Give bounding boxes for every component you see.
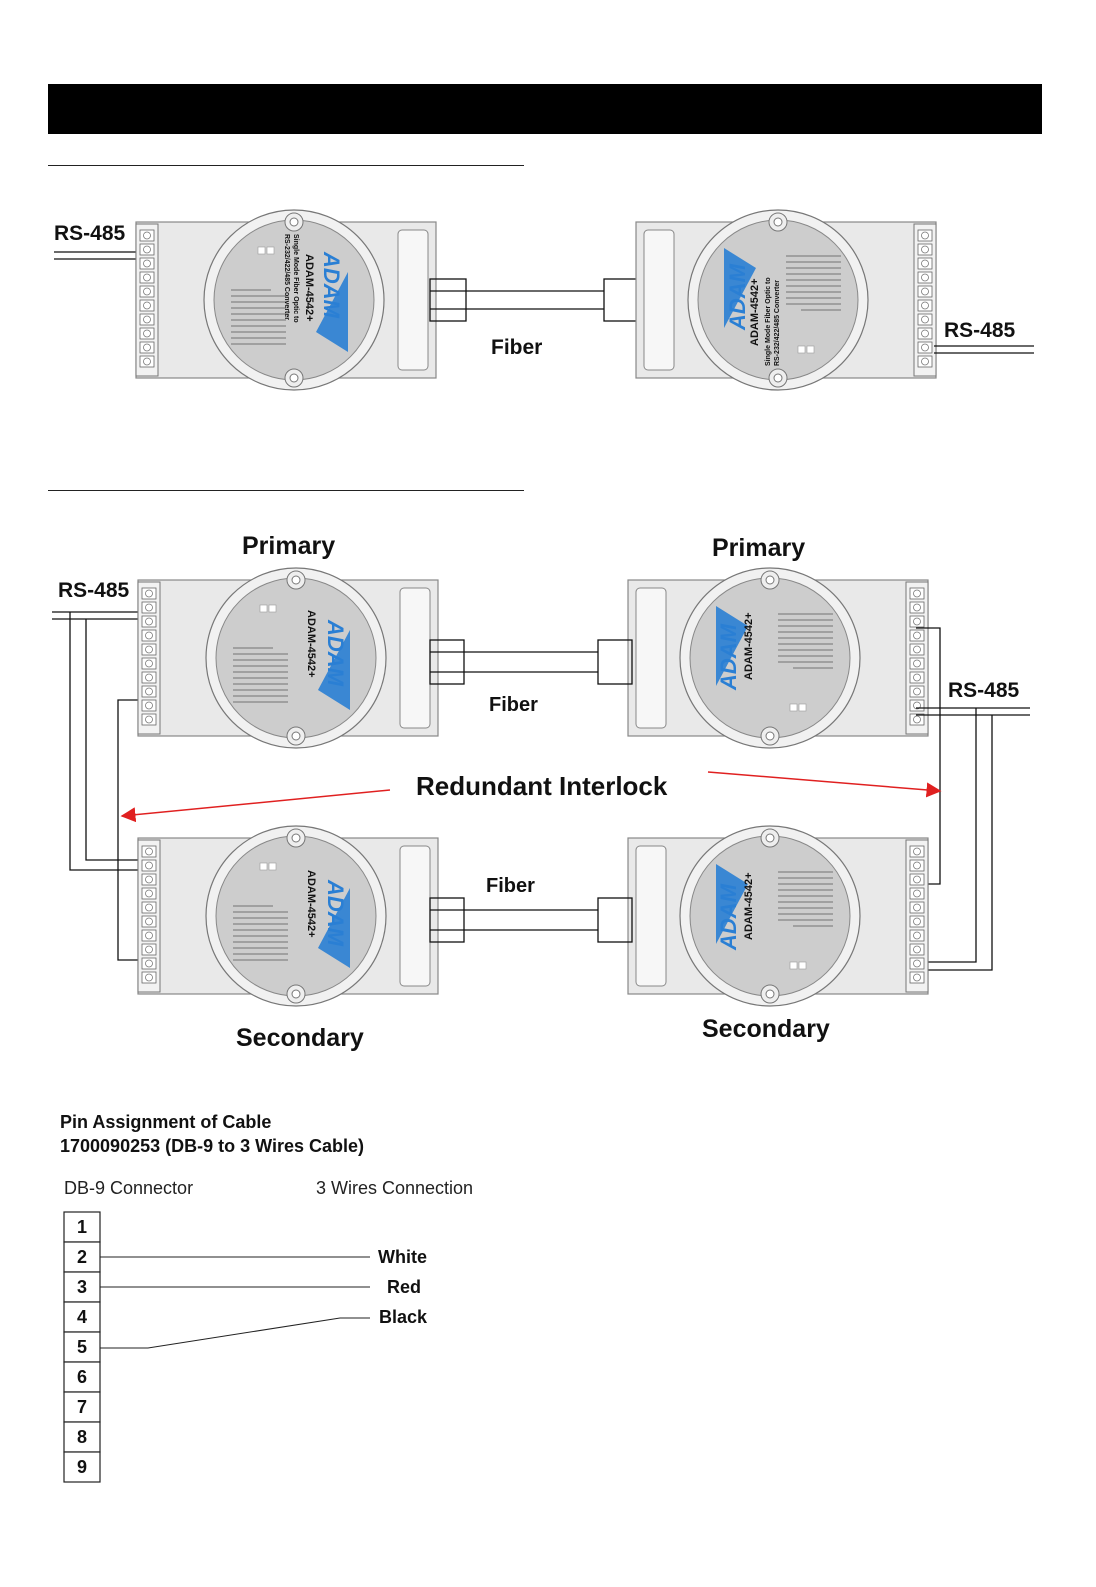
section-rule-2 [48, 490, 524, 491]
device-desc1-left: Single Mode Fiber Optic to [292, 234, 299, 323]
db9-column-label: DB-9 Connector [64, 1178, 193, 1198]
adam-secondary-left [137, 825, 439, 1007]
point-to-point-diagram: RS-485 ADAM-4542+ Single Mode Fiber Opti… [54, 209, 1034, 391]
adam-secondary-right [627, 825, 929, 1007]
device-model-left: ADAM-4542+ [303, 254, 315, 322]
cable-subtitle: 1700090253 (DB-9 to 3 Wires Cable) [60, 1136, 364, 1156]
adam-logo-primary-right: ADAM [716, 623, 741, 691]
primary-label-right: Primary [712, 534, 805, 562]
device-desc2-left: RS-232/422/485 Converter [283, 234, 290, 320]
model-primary-right: ADAM-4542+ [743, 612, 755, 680]
rs485-label-right-2: RS-485 [948, 679, 1020, 702]
wires-column-label: 3 Wires Connection [316, 1178, 473, 1198]
pin-number: 1 [77, 1217, 87, 1237]
secondary-label-right: Secondary [702, 1015, 830, 1043]
wire-label-white: White [378, 1247, 427, 1267]
model-secondary-left: ADAM-4542+ [305, 870, 317, 938]
fiber-label-secondary: Fiber [486, 875, 535, 897]
pin-box [63, 1421, 101, 1453]
rs485-label-right: RS-485 [944, 319, 1016, 342]
section-header-bar [48, 84, 1042, 134]
pin-box [63, 1241, 101, 1273]
secondary-label-left: Secondary [236, 1024, 364, 1052]
fiber-label-primary: Fiber [489, 694, 538, 716]
adam-logo-left: ADAM [319, 251, 344, 319]
interlock-arrow-right [707, 771, 942, 798]
cable-pin-assignment: Pin Assignment of Cable 1700090253 (DB-9… [60, 1112, 473, 1483]
adam-primary-right [627, 567, 929, 749]
model-primary-left: ADAM-4542+ [305, 610, 317, 678]
pin-box [63, 1301, 101, 1333]
pin-number: 6 [77, 1367, 87, 1387]
model-secondary-right: ADAM-4542+ [743, 872, 755, 940]
device-desc2-right: RS-232/422/485 Converter [774, 280, 781, 366]
primary-label-left: Primary [242, 532, 335, 560]
interlock-arrow-left [120, 789, 391, 823]
wire-line-black [100, 1317, 370, 1349]
wire-label-red: Red [387, 1277, 421, 1297]
rs485-label-left: RS-485 [54, 222, 126, 245]
fiber-link-primary [429, 639, 633, 685]
adam-logo-right: ADAM [725, 263, 750, 331]
pin-number: 5 [77, 1337, 87, 1357]
pin-number: 2 [77, 1247, 87, 1267]
adam-4542-device-right [635, 209, 937, 391]
rs485-label-left-2: RS-485 [58, 579, 130, 602]
pin-number: 3 [77, 1277, 87, 1297]
adam-primary-left [137, 567, 439, 749]
fiber-link-1 [429, 278, 641, 322]
adam-logo-secondary-left: ADAM [323, 879, 348, 947]
pin-number: 8 [77, 1427, 87, 1447]
adam-logo-primary-left: ADAM [323, 619, 348, 687]
pin-number: 4 [77, 1307, 87, 1327]
pin-box [63, 1361, 101, 1393]
section-rule-1 [48, 165, 524, 166]
fiber-label-1: Fiber [491, 336, 542, 359]
pin-box [63, 1451, 101, 1483]
fiber-link-secondary [429, 897, 633, 943]
pin-number: 7 [77, 1397, 87, 1417]
db9-pin-list: 1 2 3 4 5 6 7 8 9 [63, 1211, 101, 1483]
cable-title: Pin Assignment of Cable [60, 1112, 271, 1132]
wire-label-black: Black [379, 1307, 428, 1327]
redundant-interlock-label: Redundant Interlock [416, 771, 668, 801]
device-desc1-right: Single Mode Fiber Optic to [765, 277, 772, 366]
pin-box [63, 1391, 101, 1423]
adam-logo-secondary-right: ADAM [716, 883, 741, 951]
pin-number: 9 [77, 1457, 87, 1477]
redundant-diagram: Primary Primary RS-485 ADAM ADAM-4542+ A… [52, 532, 1030, 1052]
rs485-bus-left [52, 611, 140, 961]
device-model-right: ADAM-4542+ [749, 278, 761, 346]
